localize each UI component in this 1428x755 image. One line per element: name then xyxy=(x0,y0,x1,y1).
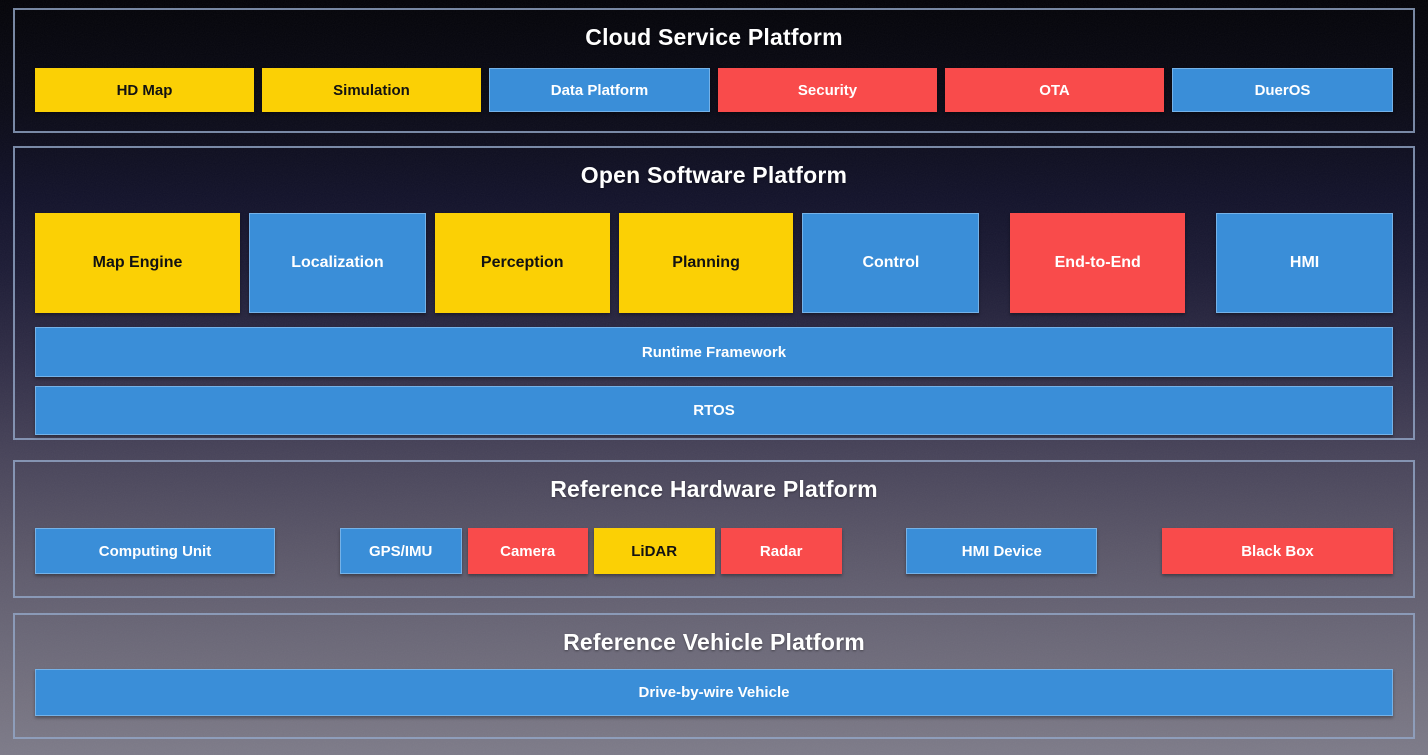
box-dueros: DuerOS xyxy=(1172,68,1393,112)
box-control: Control xyxy=(802,213,980,313)
box-security: Security xyxy=(718,68,937,112)
reference-hardware-platform-section: Reference Hardware Platform Computing Un… xyxy=(13,460,1415,598)
box-perception: Perception xyxy=(434,213,610,313)
box-camera: Camera xyxy=(467,528,588,574)
cloud-service-platform-section: Cloud Service Platform HD Map Simulation… xyxy=(13,8,1415,133)
box-gps-imu: GPS/IMU xyxy=(339,528,462,574)
hardware-section-title: Reference Hardware Platform xyxy=(550,476,878,502)
sensor-group: GPS/IMU Camera LiDAR Radar xyxy=(339,528,842,574)
box-hmi-device: HMI Device xyxy=(906,528,1098,574)
box-ota: OTA xyxy=(945,68,1164,112)
cloud-section-title: Cloud Service Platform xyxy=(585,24,843,50)
box-end-to-end: End-to-End xyxy=(1010,213,1186,313)
cloud-boxes-row: HD Map Simulation Data Platform Security… xyxy=(35,68,1393,112)
reference-vehicle-platform-section: Reference Vehicle Platform Drive-by-wire… xyxy=(13,613,1415,739)
software-section-title: Open Software Platform xyxy=(580,162,848,188)
box-black-box: Black Box xyxy=(1161,528,1393,574)
box-hmi: HMI xyxy=(1216,213,1393,313)
box-simulation: Simulation xyxy=(262,68,481,112)
vehicle-section-title: Reference Vehicle Platform xyxy=(563,629,865,655)
box-localization: Localization xyxy=(249,213,426,313)
bar-drive-by-wire-vehicle: Drive-by-wire Vehicle xyxy=(35,669,1393,716)
hardware-boxes-row: Computing Unit GPS/IMU Camera LiDAR Rada… xyxy=(35,528,1393,574)
box-data-platform: Data Platform xyxy=(489,68,710,112)
box-radar: Radar xyxy=(720,528,842,574)
box-planning: Planning xyxy=(618,213,794,313)
open-software-platform-section: Open Software Platform Map Engine Locali… xyxy=(13,146,1415,440)
software-modules-row: Map Engine Localization Perception Plann… xyxy=(35,213,1393,313)
box-hd-map: HD Map xyxy=(35,68,254,112)
bar-runtime-framework: Runtime Framework xyxy=(35,327,1393,377)
box-map-engine: Map Engine xyxy=(35,213,240,313)
bar-rtos: RTOS xyxy=(35,386,1393,435)
box-lidar: LiDAR xyxy=(593,528,715,574)
box-computing-unit: Computing Unit xyxy=(35,528,275,574)
